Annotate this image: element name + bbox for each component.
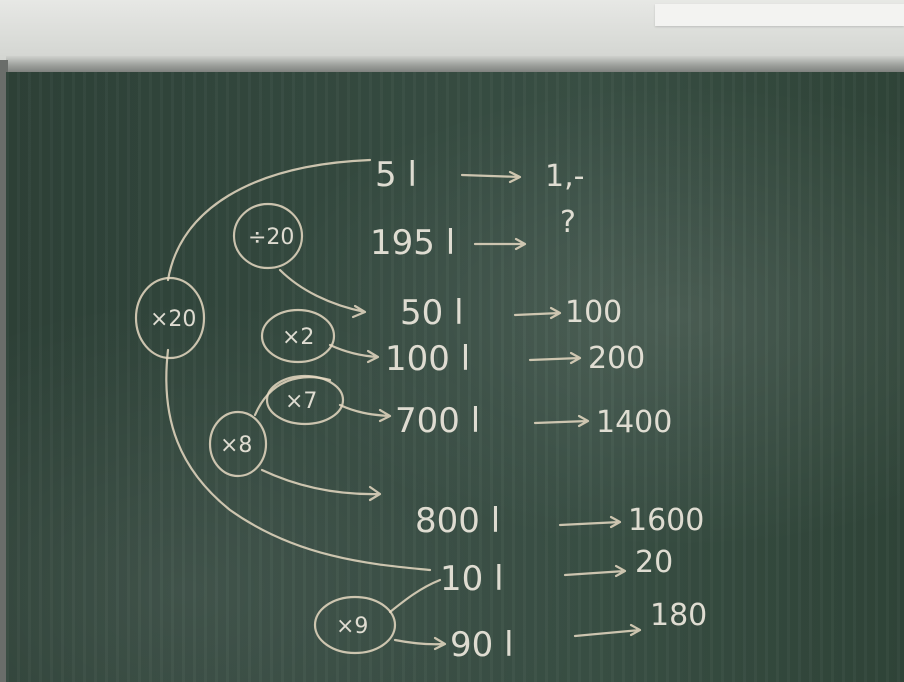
operator-bottom: ×9 — [336, 614, 368, 639]
wall-paper-sheet — [655, 4, 904, 26]
operator-x8: ×8 — [220, 433, 252, 458]
operator-top-small: ÷20 — [248, 225, 294, 250]
row-arrow-8 — [573, 623, 642, 638]
arrow-to-800 — [260, 468, 382, 502]
operator-x2: ×2 — [282, 325, 314, 350]
circle-x2 — [260, 308, 336, 364]
arrow-to-10 — [388, 578, 442, 614]
row-arrow-1 — [460, 170, 522, 184]
chalkboard-left-edge — [0, 60, 8, 682]
volume-10: 10 l — [440, 559, 504, 599]
bottom-circle — [313, 595, 397, 655]
price-90: 180 — [650, 598, 707, 633]
arrow-8-up — [253, 376, 332, 417]
top-small-circle — [232, 202, 304, 270]
chalkboard — [6, 72, 904, 682]
arc-bottom — [165, 348, 432, 572]
row-arrow-5 — [533, 414, 590, 428]
arrow-to-50 — [278, 268, 367, 319]
volume-700: 700 l — [395, 401, 480, 441]
arrow-to-90 — [393, 636, 447, 651]
row-arrow-2 — [473, 237, 527, 251]
row-arrow-7 — [563, 564, 627, 578]
volume-90: 90 l — [450, 625, 514, 665]
price-50: 100 — [565, 295, 622, 330]
volume-195: 195 l — [370, 223, 455, 263]
row-arrow-4 — [528, 351, 582, 365]
operator-big-circle: ×20 — [150, 307, 196, 332]
price-100: 200 — [588, 341, 645, 376]
arc-top — [166, 158, 372, 282]
price-800: 1600 — [628, 503, 704, 538]
circle-x7 — [265, 374, 345, 426]
big-circle — [134, 276, 206, 360]
row-arrow-6 — [558, 515, 622, 529]
row-arrow-3 — [513, 306, 562, 320]
volume-5: 5 l — [375, 155, 417, 195]
price-700: 1400 — [596, 405, 672, 440]
volume-100: 100 l — [385, 339, 470, 379]
chalkboard-frame — [6, 56, 904, 76]
arrow-to-700 — [338, 403, 392, 423]
price-195: ? — [560, 205, 576, 240]
price-5: 1,- — [545, 159, 584, 194]
volume-800: 800 l — [415, 501, 500, 541]
circle-x8 — [208, 410, 268, 478]
price-10: 20 — [635, 545, 673, 580]
volume-50: 50 l — [400, 293, 464, 333]
operator-x7: ×7 — [285, 389, 317, 414]
arrow-to-100 — [328, 343, 380, 364]
